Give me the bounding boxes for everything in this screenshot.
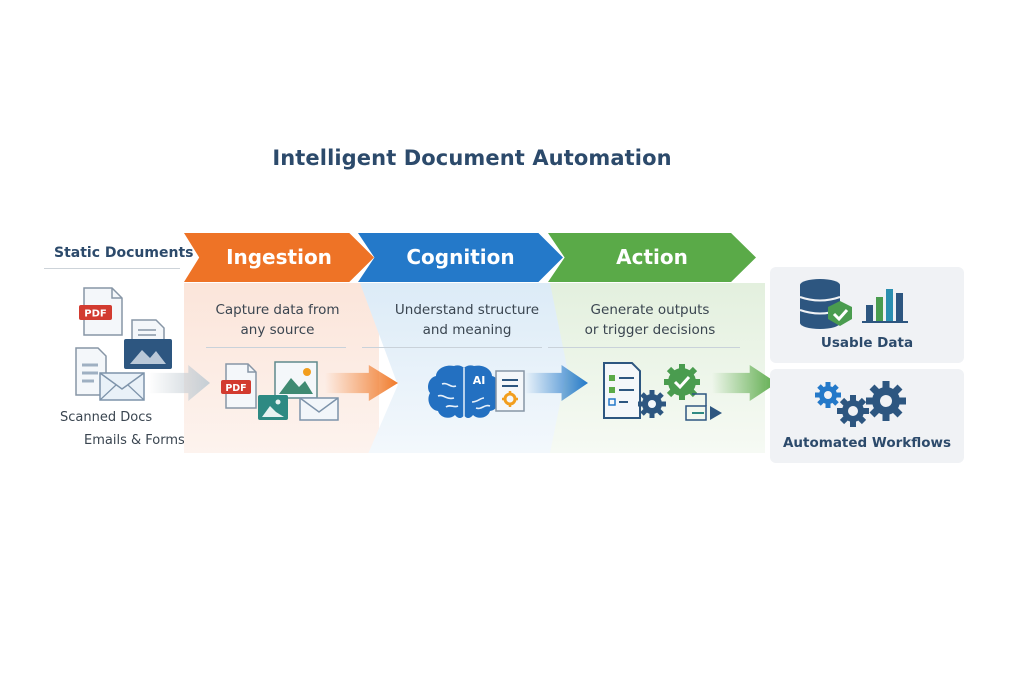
action-icons — [603, 362, 722, 421]
photo-icon — [258, 395, 288, 420]
source-item-scanned-docs: Scanned Docs — [60, 410, 153, 425]
workflow-arrow-icon — [685, 393, 722, 421]
gear-check-icon — [664, 364, 700, 400]
output-automated-workflows-label: Automated Workflows — [782, 435, 952, 451]
gear-small-blue — [815, 382, 841, 408]
stage-cognition-description: Understand structure and meaning — [372, 300, 562, 340]
cognition-icons: AI — [428, 365, 525, 418]
source-icons: PDF — [75, 287, 172, 401]
stage-ingestion-description: Capture data from any source — [190, 300, 365, 340]
envelope-icon — [99, 372, 145, 401]
stage-action-header: Action — [548, 233, 756, 282]
diagram-title: Intelligent Document Automation — [272, 146, 672, 170]
stage-action-title: Action — [616, 245, 688, 269]
pdf-badge-text: PDF — [84, 309, 106, 320]
description-line: Generate outputs — [590, 302, 710, 318]
pdf-document-icon: PDF — [79, 287, 123, 336]
cognition-divider — [362, 347, 542, 348]
bar-chart-icon — [862, 289, 908, 323]
gear-medium-navy — [837, 395, 869, 427]
gear-large-navy — [866, 381, 906, 421]
output-usable-data-card: Usable Data — [770, 267, 964, 363]
stage-cognition-header: Cognition — [358, 233, 563, 282]
pdf-badge-text: PDF — [225, 383, 246, 394]
ingestion-divider — [206, 347, 346, 348]
source-item-emails-forms: Emails & Forms — [84, 433, 185, 448]
output-automated-workflows-card: Automated Workflows — [770, 369, 964, 463]
text-document-icon — [75, 347, 107, 396]
stage-ingestion-title: Ingestion — [226, 245, 332, 269]
stage-action-description: Generate outputs or trigger decisions — [560, 300, 740, 340]
ingestion-icons: PDF — [221, 361, 339, 421]
landscape-image-icon — [274, 361, 318, 399]
brain-ai-icon: AI — [428, 365, 500, 418]
description-line: Capture data from — [215, 302, 340, 318]
gear-icon — [638, 390, 666, 418]
stage-cognition-title: Cognition — [406, 245, 515, 269]
stage-ingestion-header: Ingestion — [184, 233, 374, 282]
pdf-file-icon: PDF — [221, 363, 257, 409]
ai-badge-text: AI — [473, 374, 486, 387]
source-divider — [44, 268, 180, 269]
action-panel — [550, 283, 765, 453]
database-check-icon — [799, 279, 852, 329]
action-divider — [548, 347, 740, 348]
checklist-icon — [603, 362, 641, 419]
description-line: and meaning — [422, 322, 512, 338]
envelope-icon — [299, 397, 339, 421]
image-document-icon — [124, 319, 172, 369]
gears-icon — [815, 381, 906, 427]
source-heading: Static Documents — [54, 245, 194, 261]
usable-data-icons — [799, 279, 908, 329]
settings-document-icon — [495, 370, 525, 412]
output-usable-data-label: Usable Data — [820, 335, 914, 351]
description-line: Understand structure — [394, 302, 540, 318]
description-line: or trigger decisions — [584, 322, 716, 338]
description-line: any source — [240, 322, 315, 338]
